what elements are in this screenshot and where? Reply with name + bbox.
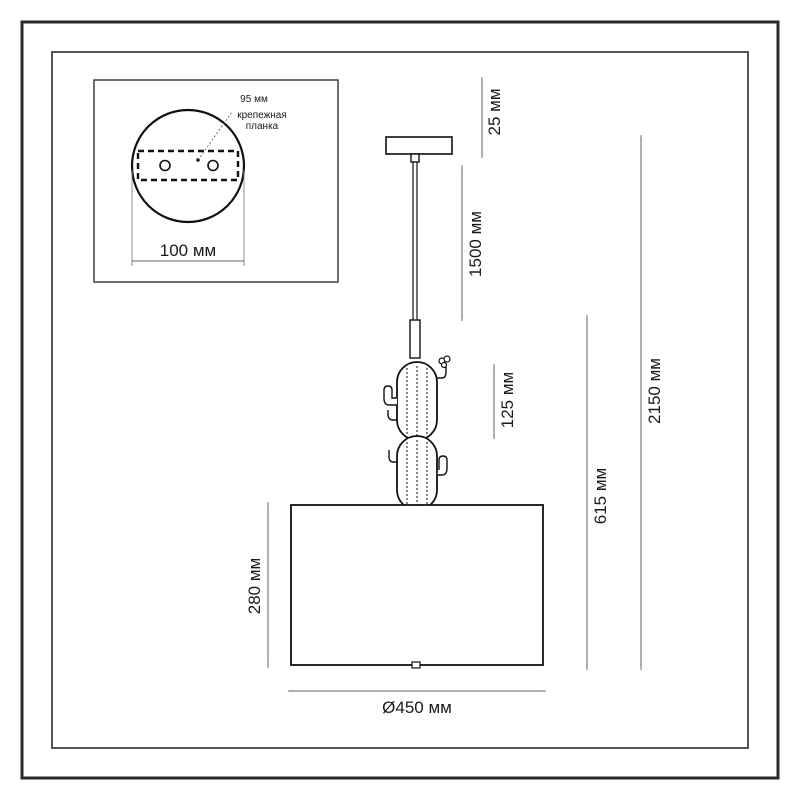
mount-hole-left: [159, 159, 171, 172]
canopy-circle: [130, 108, 246, 224]
shade-diameter-label: Ø450 мм: [382, 698, 452, 717]
canopy-cap: [410, 153, 420, 163]
canopy-plate: [385, 136, 453, 155]
mount-width-label: 95 мм: [240, 94, 268, 105]
mount-plate-label-line2: планка: [246, 121, 279, 132]
canopy-inset: 95 мм крепежная планка 100 мм: [93, 79, 339, 283]
inset-box: [93, 79, 339, 283]
mount-plate-label-line1: крепежная: [237, 110, 287, 121]
total-height-label: 2150 мм: [645, 358, 664, 424]
shade-bottom-nut: [411, 661, 421, 669]
mount-hole-right: [207, 159, 219, 172]
lamp-shade: [290, 504, 544, 666]
mount-plate: [136, 149, 240, 182]
cactus-upper: [383, 355, 451, 441]
canopy-diameter-label: 100 мм: [160, 241, 216, 260]
cactus-height-label: 125 мм: [498, 372, 517, 428]
mount-leader-line: [197, 111, 233, 161]
outer-frame: [20, 20, 780, 780]
lamp-elevation: [290, 136, 544, 669]
cactus-lower: [388, 435, 448, 511]
cable-length-label: 1500 мм: [466, 211, 485, 277]
body-height-label: 615 мм: [591, 468, 610, 524]
shade-height-label: 280 мм: [245, 558, 264, 614]
rod-connector: [409, 319, 421, 359]
inner-frame: [51, 51, 749, 749]
canopy-height-label: 25 мм: [485, 88, 504, 135]
dimension-lines: [267, 77, 642, 692]
